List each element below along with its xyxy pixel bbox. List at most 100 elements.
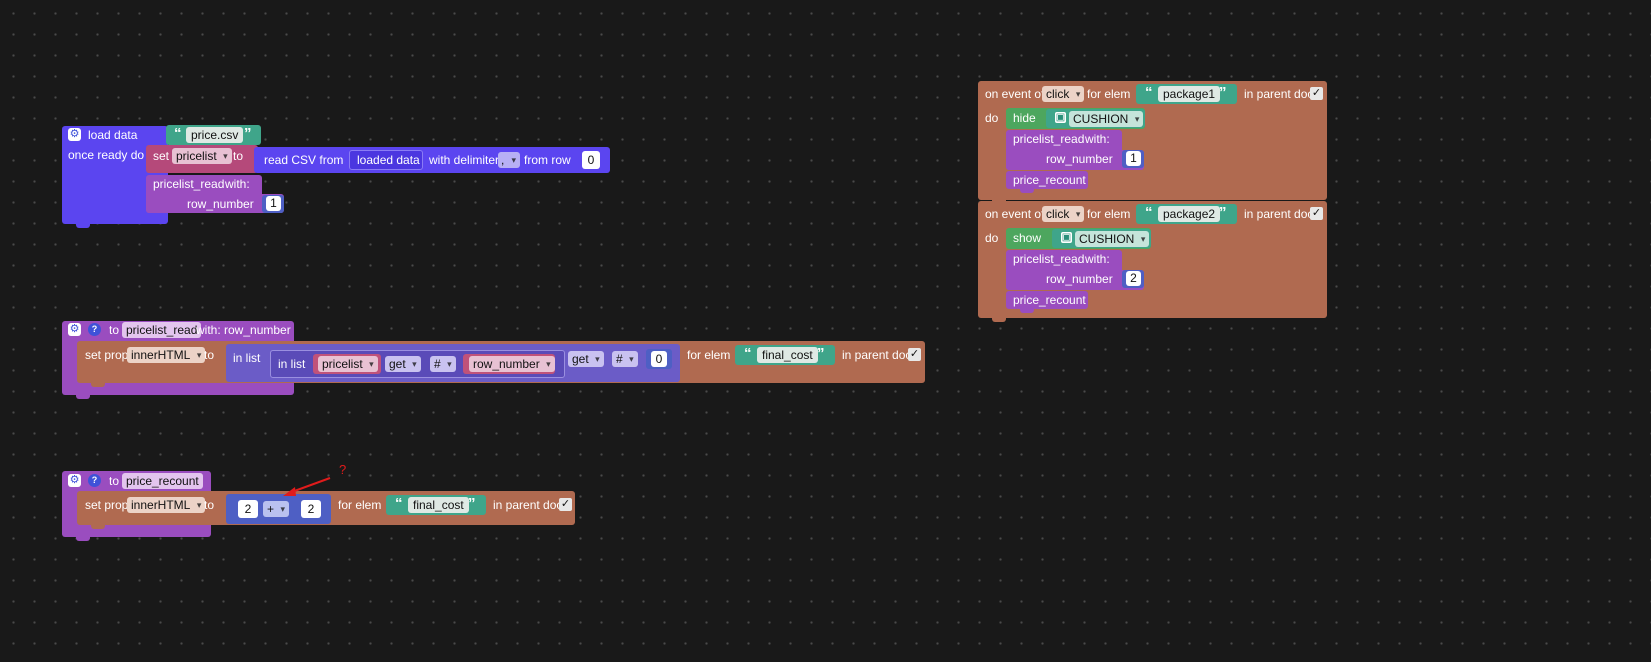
delimiter-dropdown[interactable]: , [498,152,520,168]
pricelist-read-call-tail [1006,150,1144,170]
set-prop-label: set prop [85,498,129,512]
close-quote-icon: ” [468,495,476,512]
arrow-head [283,487,296,496]
close-quote-icon: ” [1219,84,1227,101]
on-event-label: on event of [985,87,1045,101]
property-dropdown[interactable]: innerHTML [127,497,206,513]
element-picker-icon[interactable]: ▣ [1055,112,1066,123]
in-parent-checkbox[interactable]: ✓ [559,498,572,511]
elem-id-string[interactable]: “ package1 ” [1136,84,1237,104]
do-label: do [985,111,999,125]
call-name-label: pricelist_read [153,177,225,191]
read-csv-label: read CSV from [264,153,344,167]
elem-id-string[interactable]: “ package2 ” [1136,204,1237,224]
help-icon[interactable]: ? [88,474,101,487]
help-icon[interactable]: ? [88,323,101,336]
to-label: to [204,498,215,512]
show-action-label: show [1013,231,1042,245]
pricelist-read-call-tail [146,194,284,213]
loaded-data-label: loaded data [357,153,420,167]
element-target-dropdown[interactable]: CUSHION [1069,111,1144,127]
event-type-dropdown[interactable]: click [1042,86,1085,102]
call-with-label: with: [225,177,250,191]
param-name-label: row_number [1046,152,1113,166]
param-value-field[interactable]: 2 [1126,271,1141,286]
call-name-label: pricelist_read [1013,132,1085,146]
set-label: set [153,149,170,163]
property-dropdown[interactable]: innerHTML [127,347,206,363]
file-name-string[interactable]: “ price.csv ” [166,125,261,145]
from-row-field[interactable]: 0 [582,151,600,169]
index-value-field[interactable]: 0 [651,351,667,367]
elem-id-value[interactable]: final_cost [757,347,818,363]
get-mode-dropdown[interactable]: get [385,356,421,372]
gear-icon[interactable]: ⚙ [68,323,81,336]
to-label: to [233,149,244,163]
left-operand-field[interactable]: 2 [238,500,258,518]
close-quote-icon: ” [1219,204,1227,221]
close-quote-icon: ” [244,125,252,142]
param-name-label: row_number [187,197,254,211]
row-number-variable-dropdown[interactable]: row_number [469,356,555,372]
in-parent-checkbox[interactable]: ✓ [908,348,921,361]
elem-id-string[interactable]: “ final_cost ” [386,495,486,515]
param-value-field[interactable]: 1 [1126,151,1141,166]
arrow-shaft [288,477,331,494]
call-with-label: with: [1085,132,1110,146]
for-elem-label: for elem [687,348,731,362]
get2-mode-dropdown[interactable]: get [568,351,604,367]
index-type-dropdown[interactable]: # [430,356,456,372]
question-mark-annotation: ? [339,462,347,477]
in-parent-checkbox[interactable]: ✓ [1310,207,1323,220]
file-name-value[interactable]: price.csv [186,127,244,143]
set-prop-label: set prop [85,348,129,362]
red-arrow-annotation [283,477,331,496]
open-quote-icon: “ [1145,84,1153,101]
function-params-label: with: row_number [196,323,291,337]
call-name-label: pricelist_read [1013,252,1085,266]
param-value-field[interactable]: 1 [266,196,281,211]
function-name-field[interactable]: pricelist_read [122,322,202,338]
open-quote-icon: “ [1145,204,1153,221]
gear-icon[interactable]: ⚙ [68,128,81,141]
pricelist-read-call-tail [1006,270,1144,290]
to-label: to [109,474,120,488]
operator-dropdown[interactable]: + [263,501,290,517]
element-picker-icon[interactable]: ▣ [1061,232,1072,243]
loaded-data-block[interactable] [349,150,423,170]
hide-action-label: hide [1013,111,1036,125]
on-event-label: on event of [985,207,1045,221]
elem-id-value[interactable]: package1 [1158,86,1221,102]
gear-icon[interactable]: ⚙ [68,474,81,487]
for-elem-label: for elem [338,498,382,512]
in-parent-doc-label: in parent doc [842,348,912,362]
load-data-label: load data [88,128,138,142]
pricelist-variable-dropdown[interactable]: pricelist [318,356,378,372]
param-name-label: row_number [1046,272,1113,286]
open-quote-icon: “ [744,345,752,362]
right-operand-field[interactable]: 2 [301,500,321,518]
inner-in-list-label: in list [278,357,306,371]
in-parent-doc-label: in parent doc [493,498,563,512]
price-recount-call-block[interactable] [1006,291,1088,313]
read-csv-block[interactable] [254,147,610,173]
from-row-label: from row [524,153,571,167]
event-type-dropdown[interactable]: click [1042,206,1085,222]
elem-id-value[interactable]: final_cost [408,497,469,513]
in-parent-checkbox[interactable]: ✓ [1310,87,1323,100]
once-ready-label: once ready do [68,148,145,162]
open-quote-icon: “ [395,495,403,512]
variable-dropdown[interactable]: pricelist [172,148,232,164]
price-recount-call-label: price_recount [1013,293,1086,307]
index2-type-dropdown[interactable]: # [612,351,638,367]
elem-id-value[interactable]: package2 [1158,206,1221,222]
for-elem-label: for elem [1087,207,1131,221]
elem-id-string[interactable]: “ final_cost ” [735,345,835,365]
in-parent-doc-label: in parent doc [1244,207,1314,221]
price-recount-call-label: price_recount [1013,173,1086,187]
with-delimiter-label: with delimiter [429,153,500,167]
outer-in-list-label: in list [233,351,261,365]
price-recount-call-block[interactable] [1006,171,1088,193]
function-name-field[interactable]: price_recount [122,473,203,489]
element-target-dropdown[interactable]: CUSHION [1075,231,1150,247]
